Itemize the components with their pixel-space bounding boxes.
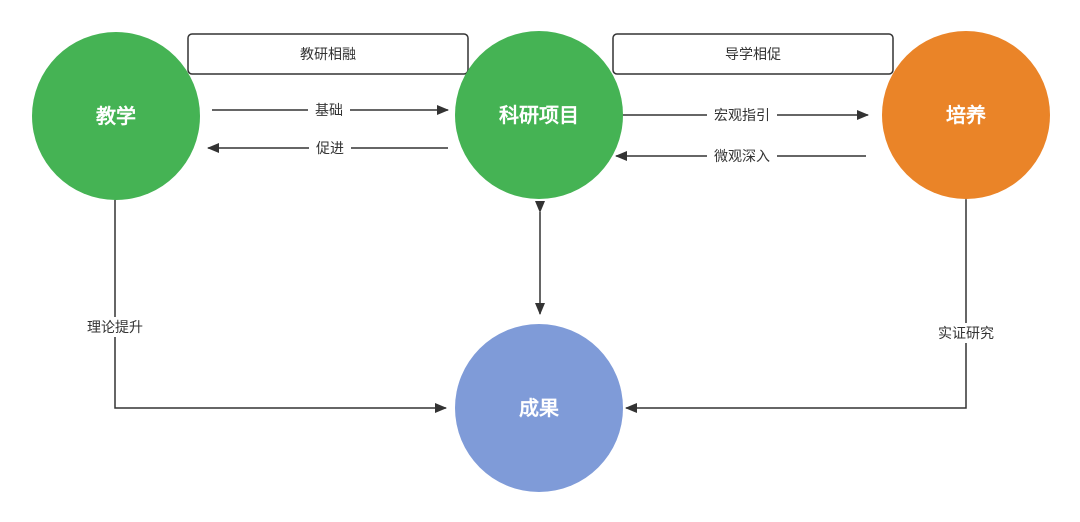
node-cultivation-label: 培养 bbox=[946, 103, 986, 127]
edge-empirical-research-label: 实证研究 bbox=[938, 326, 994, 342]
node-teaching bbox=[32, 32, 200, 200]
node-cultivation bbox=[882, 31, 1050, 199]
box-teaching-research-label: 教研相融 bbox=[300, 47, 356, 63]
box-guide-learning-label: 导学相促 bbox=[725, 47, 781, 63]
node-outcome-label: 成果 bbox=[519, 396, 559, 420]
box-guide-learning bbox=[612, 33, 894, 75]
node-teaching-label: 教学 bbox=[96, 104, 136, 128]
edge-macro-guidance-label: 宏观指引 bbox=[714, 108, 770, 124]
node-research bbox=[455, 31, 623, 199]
edge-promote-label: 促进 bbox=[316, 141, 344, 157]
edge-theory-upgrade-line bbox=[110, 189, 447, 413]
edge-empirical-research-line bbox=[625, 189, 971, 413]
edge-foundation-label: 基础 bbox=[315, 102, 343, 119]
box-teaching-research bbox=[187, 33, 469, 75]
node-research-label: 科研项目 bbox=[499, 103, 579, 127]
node-outcome bbox=[455, 324, 623, 492]
edge-micro-deepening-label: 微观深入 bbox=[714, 149, 770, 165]
edge-theory-upgrade-label: 理论提升 bbox=[87, 320, 143, 336]
